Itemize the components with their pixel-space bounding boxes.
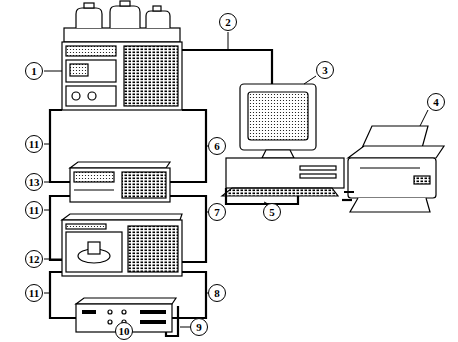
callout-number: 5 <box>263 203 281 221</box>
computer <box>222 84 344 196</box>
callout-number: 11 <box>25 135 43 153</box>
callout-number: 13 <box>25 173 43 191</box>
autosampler-unit <box>62 214 182 276</box>
cable <box>50 50 354 318</box>
callout-number: 2 <box>219 13 237 31</box>
callout-number: 7 <box>208 203 226 221</box>
pump-unit <box>62 1 182 110</box>
callout-number: 11 <box>25 284 43 302</box>
callout-number: 9 <box>190 318 208 336</box>
callout-number: 1 <box>25 62 43 80</box>
callout-number: 6 <box>208 137 226 155</box>
callout-number: 12 <box>25 250 43 268</box>
callout-number: 4 <box>427 93 445 111</box>
detector-unit <box>70 162 170 202</box>
callout-number: 11 <box>25 201 43 219</box>
callout-number: 3 <box>316 61 334 79</box>
callout-number: 10 <box>115 322 133 340</box>
leader-line <box>44 32 428 332</box>
callout-number: 8 <box>208 284 226 302</box>
printer <box>348 126 444 212</box>
